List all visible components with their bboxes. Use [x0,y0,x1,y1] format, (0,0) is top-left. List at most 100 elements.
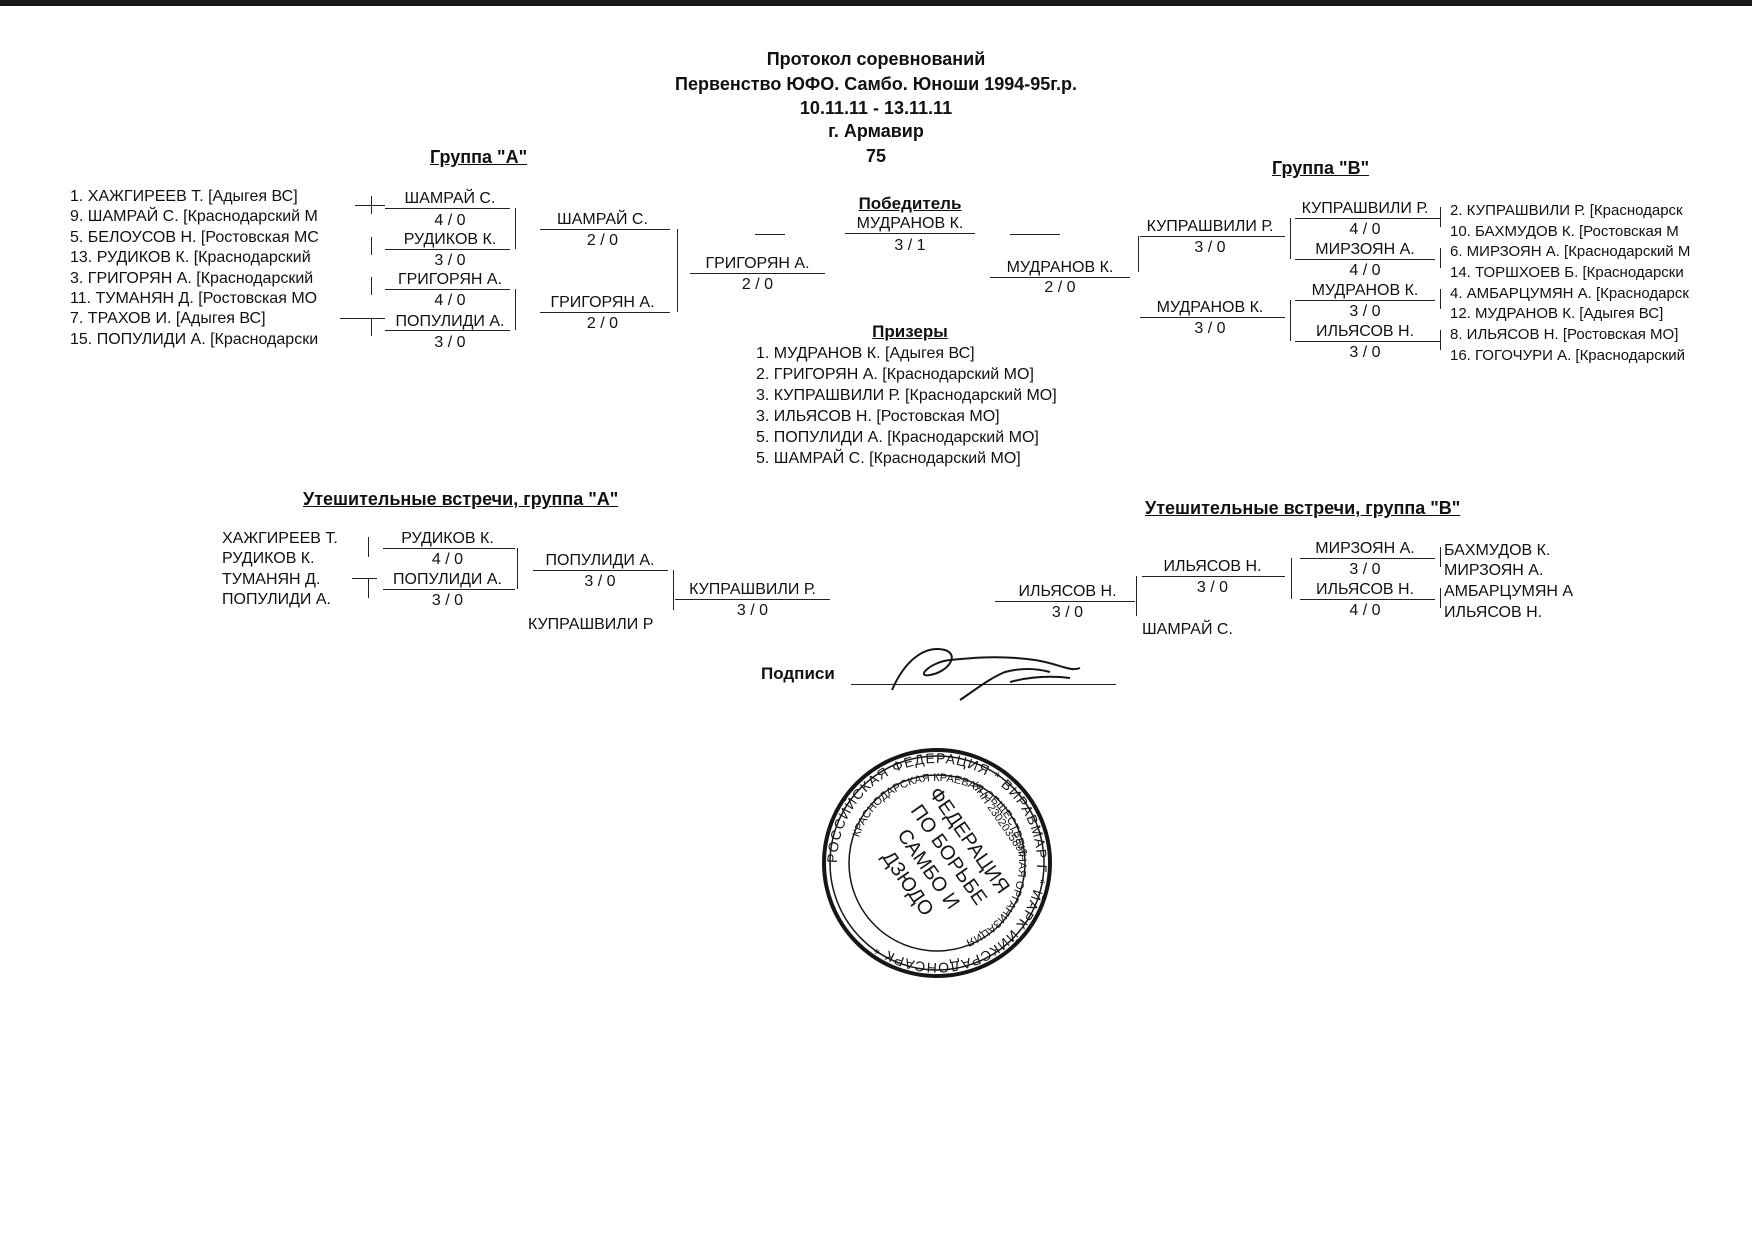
group-a-entrant: 7. ТРАХОВ И. [Адыгея ВС] [70,310,266,327]
bracket-line [1295,218,1440,219]
group-a-r1-winner: ГРИГОРЯН А. [397,271,503,288]
group-a-r2-winner: ГРИГОРЯН А. [550,294,655,311]
bracket-line [1290,218,1291,259]
prize-entry: 5. ШАМРАЙ С. [Краснодарский МО] [756,450,1021,467]
cons-b-r2-score: 3 / 0 [1196,579,1229,596]
bracket-line [1290,300,1291,341]
group-b-r1-winner: КУПРАШВИЛИ Р. [1301,200,1429,217]
cons-b-r1-score: 4 / 0 [1349,602,1381,619]
cons-b-r1-winner: МИРЗОЯН А. [1315,540,1415,557]
cons-a-entrant: ХАЖГИРЕЕВ Т. [222,530,338,547]
group-a-r2-score: 2 / 0 [586,315,619,332]
group-b-entrant: 2. КУПРАШВИЛИ Р. [Краснодарск [1450,202,1683,219]
cons-b-entrant: БАХМУДОВ К. [1444,542,1551,559]
event-title: Первенство ЮФО. Самбо. Юноши 1994-95г.р. [675,74,1077,94]
bracket-line [385,330,510,331]
bracket-line [371,318,372,336]
bracket-line [540,229,670,230]
group-b-r2-winner: КУПРАШВИЛИ Р. [1146,218,1274,235]
bracket-line [368,537,369,557]
group-b-r1-winner: МУДРАНОВ К. [1311,282,1419,299]
cons-b-title: Утешительные встречи, группа "В" [1145,498,1461,518]
bracket-line [1140,317,1285,318]
scan-edge [0,0,1752,6]
group-a-entrant: 15. ПОПУЛИДИ А. [Краснодарски [70,331,319,348]
group-b-final-winner: МУДРАНОВ К. [1006,259,1114,276]
bracket-line [845,233,975,234]
bracket-line [352,578,377,579]
cons-a-r1-score: 3 / 0 [431,592,464,609]
bracket-line [1440,207,1441,227]
cons-b-r1-score: 3 / 0 [1349,561,1381,578]
group-b-entrant: 10. БАХМУДОВ К. [Ростовская М [1450,223,1679,240]
group-a-r1-winner: ШАМРАЙ С. [404,190,496,207]
cons-a-entrant: ПОПУЛИДИ А. [222,591,331,608]
group-b-title: Группа "В" [1272,158,1370,178]
group-b-r2-score: 3 / 0 [1194,320,1226,337]
bracket-line [1300,599,1435,600]
bracket-line [1440,248,1441,268]
group-b-r1-winner: МИРЗОЯН А. [1315,241,1415,258]
bracket-line [995,601,1135,602]
bracket-line [673,570,674,610]
stamp: РОССИЙСКАЯ ФЕДЕРАЦИЯ * ВИРАВМАР Г * ЙАРК… [822,748,1052,978]
group-a-final-score: 2 / 0 [741,276,774,293]
cons-b-entrant: АМБАРЦУМЯН А [1444,583,1574,600]
bracket-line [517,548,518,589]
bracket-line [1142,576,1285,577]
group-a-r1-score: 3 / 0 [434,334,466,351]
winner-name: МУДРАНОВ К. [856,215,964,232]
group-a-r1-score: 3 / 0 [434,252,466,269]
cons-b-r2-winner: ИЛЬЯСОВ Н. [1163,558,1262,575]
cons-a-bye: КУПРАШВИЛИ Р [528,616,654,633]
bracket-line [383,548,515,549]
cons-a-r1-winner: РУДИКОВ К. [401,530,494,547]
bracket-line [1440,330,1441,350]
bracket-line [385,289,510,290]
cons-a-entrant: ТУМАНЯН Д. [222,571,321,588]
winner-title: Победитель [858,194,962,213]
bracket-line [1300,558,1435,559]
bracket-line [677,229,678,312]
group-b-r1-score: 3 / 0 [1349,303,1381,320]
group-b-r2-winner: МУДРАНОВ К. [1156,299,1264,316]
bracket-line [371,277,372,295]
group-a-r1-winner: РУДИКОВ К. [403,231,497,248]
bracket-line [1440,588,1441,608]
prizes-title: Призеры [872,322,948,341]
bracket-line [383,589,515,590]
bracket-line [540,312,670,313]
group-a-r2-winner: ШАМРАЙ С. [557,211,648,228]
bracket-line [385,249,510,250]
bracket-line [1136,576,1137,616]
bracket-line [385,208,510,209]
cons-a-final-score: 3 / 0 [736,602,769,619]
bracket-line [533,570,668,571]
cons-b-r1-winner: ИЛЬЯСОВ Н. [1315,581,1415,598]
bracket-line [1295,300,1435,301]
cons-a-entrant: РУДИКОВ К. [222,550,315,567]
bracket-line [1440,547,1441,567]
group-a-r1-score: 4 / 0 [434,292,466,309]
group-b-r1-score: 4 / 0 [1349,221,1381,238]
group-a-entrant: 13. РУДИКОВ К. [Краснодарский [70,249,311,266]
cons-a-r2-score: 3 / 0 [584,573,616,590]
cons-a-r1-winner: ПОПУЛИДИ А. [393,571,502,588]
handwritten-signature [891,648,1081,701]
cons-a-r2-winner: ПОПУЛИДИ А. [545,552,655,569]
group-a-entrant: 1. ХАЖГИРЕЕВ Т. [Адыгея ВС] [70,188,298,205]
group-a-title: Группа "А" [430,147,528,167]
bracket-line [515,208,516,249]
group-a-r2-score: 2 / 0 [586,232,619,249]
bracket-line [1010,234,1060,235]
cons-a-r1-score: 4 / 0 [431,551,464,568]
group-b-r2-score: 3 / 0 [1194,239,1226,256]
group-b-entrant: 8. ИЛЬЯСОВ Н. [Ростовская МО] [1450,326,1679,343]
group-b-r1-score: 3 / 0 [1349,344,1381,361]
bracket-line [371,237,372,255]
winner-score: 3 / 1 [894,237,926,254]
group-b-r1-winner: ИЛЬЯСОВ Н. [1315,323,1415,340]
group-b-final-score: 2 / 0 [1044,279,1076,296]
bracket-line [675,599,830,600]
